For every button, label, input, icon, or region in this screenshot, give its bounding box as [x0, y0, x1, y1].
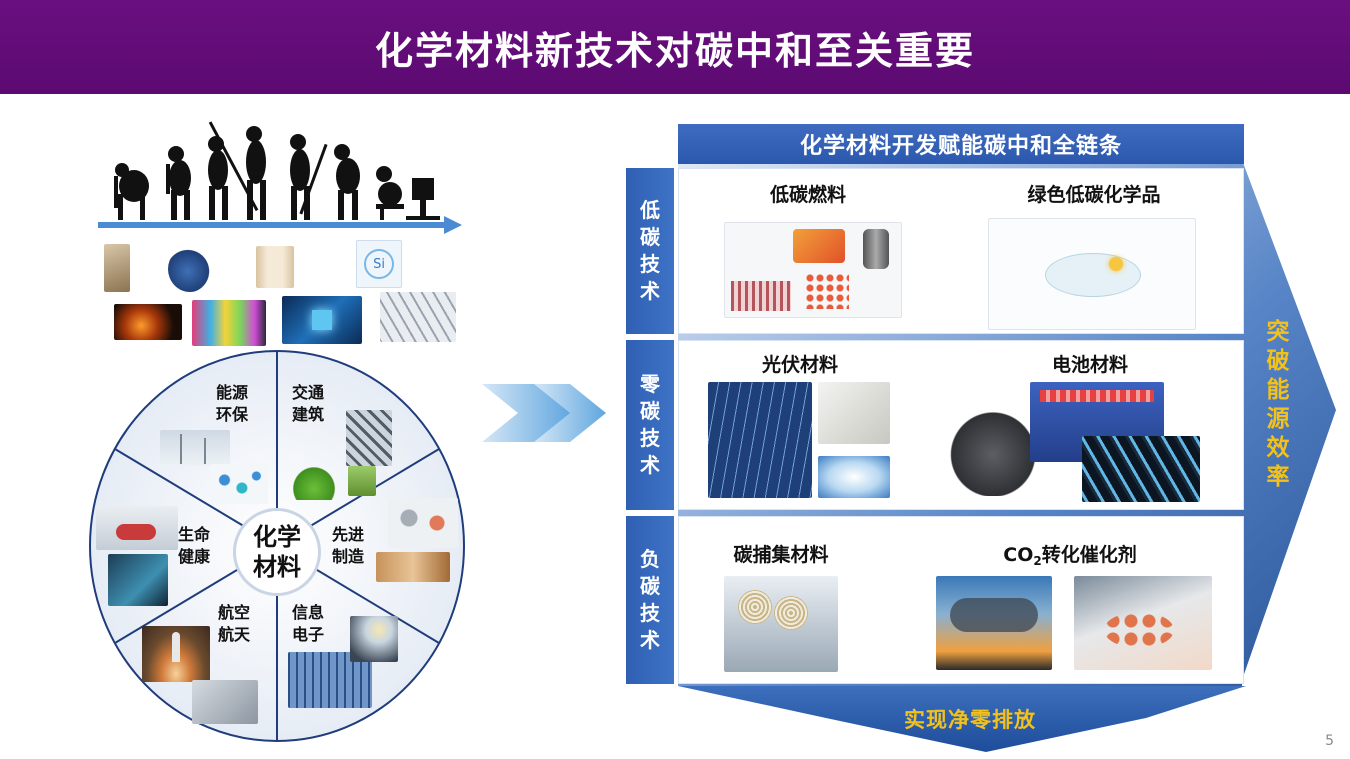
crystal-powder-image [818, 456, 890, 498]
microchip-image [282, 296, 362, 344]
medical-device-image [108, 554, 168, 606]
item-photovoltaic: 光伏材料 [761, 354, 838, 376]
tab-zero-carbon: 零碳 技术 [626, 340, 674, 510]
segment-label-aerospace: 航空航天 [218, 603, 251, 644]
molten-metal-image [114, 304, 182, 340]
tab-low-carbon: 低碳 技术 [626, 168, 674, 334]
graphene-image [380, 292, 456, 342]
graphene-lattice-image [1082, 436, 1200, 502]
side-label-energy-efficiency: 突破 能源 效率 [1266, 319, 1290, 490]
optical-fiber-image [350, 616, 398, 662]
right-arrow-icon [478, 380, 608, 446]
segment-label-health: 生命健康 [178, 525, 211, 566]
plastic-bottles-image [192, 300, 266, 346]
catalyst-surface-image [1074, 576, 1212, 670]
people-on-leaf-image [348, 466, 376, 496]
bottom-label-net-zero: 实现净零排放 [904, 708, 1036, 732]
green-car-image [288, 462, 340, 500]
wind-turbine-image [160, 430, 230, 466]
manufacturing-image [376, 552, 450, 582]
ceramic-membrane-image [818, 382, 890, 444]
rocket-launch-image [142, 626, 210, 682]
architecture-image [346, 410, 392, 466]
segment-label-transport: 交通建筑 [292, 383, 325, 424]
page-number: 5 [1325, 733, 1334, 749]
segment-label-manufacturing: 先进制造 [332, 525, 365, 566]
page-title: 化学材料新技术对碳中和至关重要 [374, 28, 975, 73]
capture-membrane-image [724, 576, 838, 672]
green-chemicals-image [988, 218, 1196, 330]
human-evolution-illustration [94, 112, 464, 244]
paper-scroll-image [256, 246, 294, 288]
aircraft-panel-image [192, 680, 258, 724]
title-bar: 化学材料新技术对碳中和至关重要 [0, 0, 1350, 94]
si-badge: Si [364, 249, 394, 279]
chain-header: 化学材料开发赋能碳中和全链条 [678, 124, 1244, 164]
stone-tool-image [104, 244, 130, 292]
tab-negative-carbon: 负碳 技术 [626, 516, 674, 684]
lab-scene-image [96, 506, 178, 550]
ceramic-vase-image [168, 246, 212, 292]
item-battery: 电池材料 [1051, 354, 1128, 376]
item-low-carbon-fuel: 低碳燃料 [769, 184, 846, 206]
item-co2-catalyst: CO2转化催化剂 [1003, 544, 1137, 568]
silicon-element-icon: Si [356, 240, 402, 288]
co2-smoke-image [936, 576, 1052, 670]
circuit-board-image [288, 652, 372, 708]
segment-label-energy: 能源环保 [216, 383, 249, 424]
molecule-image [210, 464, 268, 504]
low-carbon-fuel-image [724, 222, 902, 318]
advanced-parts-image [388, 498, 458, 548]
solar-panel-image [708, 382, 812, 498]
item-carbon-capture: 碳捕集材料 [733, 544, 829, 566]
item-green-chemicals: 绿色低碳化学品 [1027, 184, 1161, 206]
wheel-center-label: 化学 材料 [233, 508, 321, 596]
segment-label-electronics: 信息电子 [292, 603, 325, 644]
black-powder-image [946, 404, 1040, 496]
